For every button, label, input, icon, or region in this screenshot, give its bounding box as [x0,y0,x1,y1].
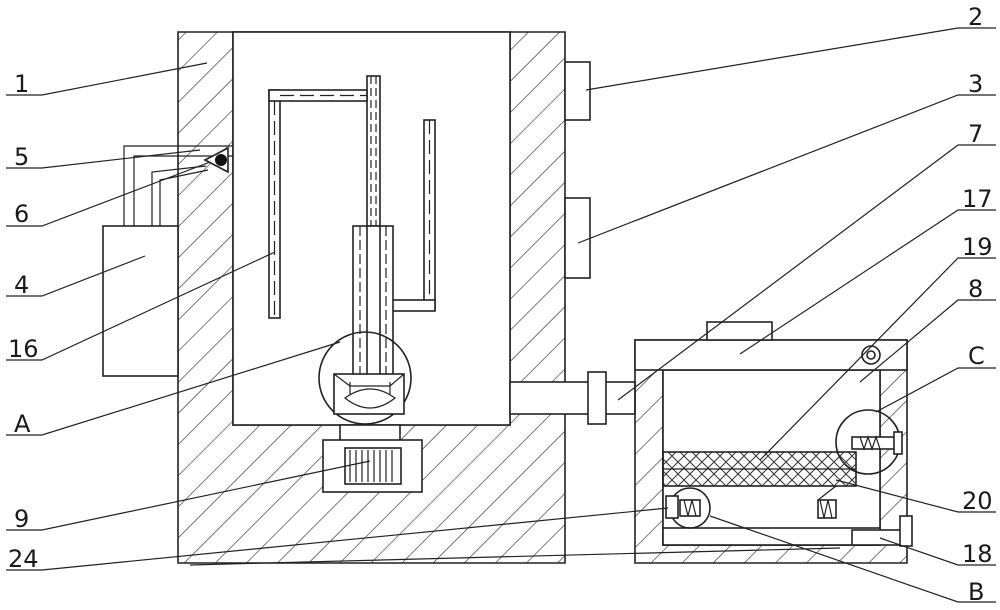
label-B: B [968,578,984,606]
component-3 [564,197,591,279]
label-4: 4 [14,271,29,299]
motor-9 [322,424,423,493]
label-3: 3 [968,70,983,98]
label-A: A [14,410,31,438]
label-6: 6 [14,200,29,228]
heating-coil-16 [268,89,368,319]
label-18: 18 [962,540,993,568]
label-24: 24 [8,545,39,573]
label-19: 19 [962,233,993,261]
valve-6 [203,146,229,174]
connecting-pipe [509,371,636,425]
part-labels: 1 5 6 4 16 A 9 24 2 3 7 17 19 8 C 20 18 … [8,3,993,606]
label-1: 1 [14,70,29,98]
label-7: 7 [968,120,983,148]
detail-a-region [318,331,412,425]
label-17: 17 [962,185,993,213]
label-C: C [968,342,985,370]
label-5: 5 [14,143,29,171]
pipe-5 [123,145,233,226]
label-8: 8 [968,275,983,303]
component-2 [564,61,591,121]
return-pipe [391,119,436,312]
shaft-sleeve [352,225,394,377]
label-9: 9 [14,505,29,533]
label-2: 2 [968,3,983,31]
leader-lines [6,27,996,603]
label-20: 20 [962,487,993,515]
right-housing [634,321,913,564]
label-16: 16 [8,335,39,363]
tank-4 [102,225,179,377]
